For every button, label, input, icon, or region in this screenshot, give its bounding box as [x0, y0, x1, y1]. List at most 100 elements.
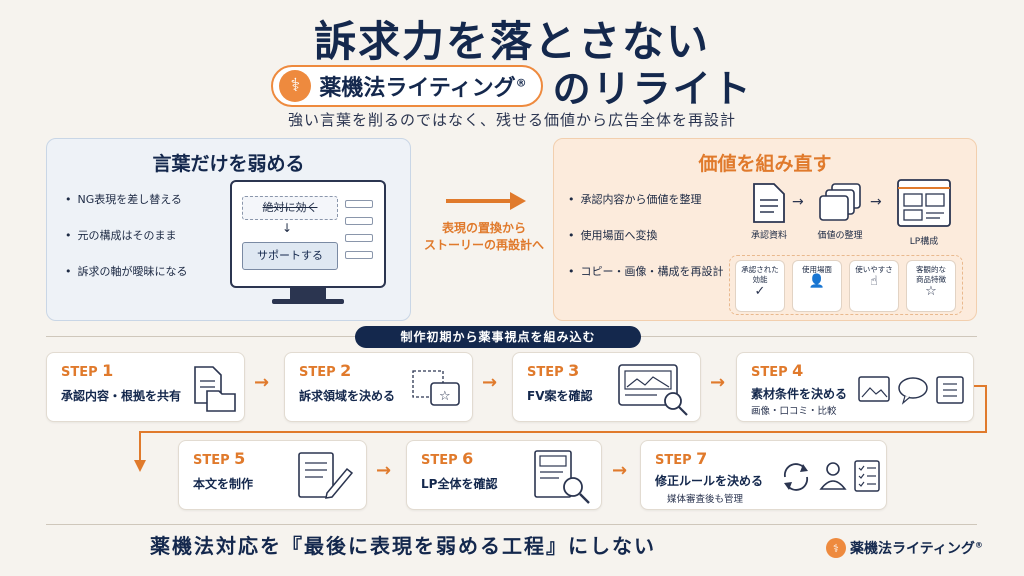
- step-prefix: STEP: [421, 453, 458, 468]
- footer-brand: ⚕ 薬機法ライティング®: [826, 538, 983, 558]
- feature-card-usability: 使いやすさ ☝: [849, 260, 899, 312]
- step-number: 2: [340, 361, 352, 380]
- flow-connector: [134, 385, 987, 472]
- step-prefix: STEP: [751, 365, 788, 380]
- right-arrow-icon: [446, 192, 526, 210]
- step-prefix: STEP: [299, 365, 336, 380]
- page-magnifier-icon: [534, 450, 590, 504]
- section-banner: 制作初期から薬事視点を組み込む: [355, 326, 641, 348]
- bullet-item: 承認内容から価値を整理: [568, 191, 724, 207]
- feature-card-efficacy: 承認された 効能 ✓: [735, 260, 785, 312]
- layout-icon: [897, 179, 951, 227]
- step-card-6: STEP 6 LP全体を確認: [406, 440, 602, 510]
- card-label: 使用場面: [802, 265, 832, 274]
- panel-title: 価値を組み直す: [698, 153, 832, 175]
- monitor-base: [272, 299, 344, 304]
- transition-caption: 表現の置換から ストーリーの再設計へ: [414, 220, 554, 254]
- registered-mark: ®: [515, 76, 527, 90]
- step-sublabel: 媒体審査後も管理: [667, 494, 744, 505]
- tap-hand-icon: ☝: [870, 274, 878, 289]
- step-card-4: STEP 4 素材条件を決める 画像・口コミ・比較: [736, 352, 974, 422]
- bullet-item: コピー・画像・構成を再設計: [568, 263, 724, 279]
- bullet-list: NG表現を差し替える 元の構成はそのまま 訴求の軸が曖昧になる: [65, 191, 188, 299]
- feature-card-group: [729, 255, 963, 315]
- documents-folder-icon: [194, 366, 236, 412]
- bullet-item: 使用場面へ変換: [568, 227, 724, 243]
- bullet-item: NG表現を差し替える: [65, 191, 188, 207]
- crossed-out-phrase: 絶対に効く: [242, 196, 338, 220]
- arrow-icon: →: [254, 372, 270, 393]
- star-icon: ☆: [925, 284, 937, 299]
- step-prefix: STEP: [61, 365, 98, 380]
- step-card-7: STEP 7 修正ルールを決める 媒体審査後も管理: [640, 440, 887, 510]
- caduceus-logo-icon: ⚕: [279, 69, 312, 102]
- document-pen-icon: [298, 452, 354, 499]
- image-magnifier-icon: [618, 364, 688, 416]
- feature-card-objective: 客観的な 商品特徴 ☆: [906, 260, 956, 312]
- refresh-user-checklist-icon: [783, 460, 880, 492]
- bullet-item: 元の構成はそのまま: [65, 227, 188, 243]
- step-label: 承認内容・根拠を共有: [61, 389, 182, 403]
- document-icon: [753, 183, 785, 223]
- step-card-2: STEP 2 訴求領域を決める ☆: [284, 352, 473, 422]
- process-label: LP構成: [909, 237, 939, 247]
- step-card-5: STEP 5 本文を制作: [178, 440, 367, 510]
- svg-text:☆: ☆: [439, 389, 451, 404]
- brand-badge: ⚕ 薬機法ライティング®: [271, 64, 543, 107]
- title-line2: ⚕ 薬機法ライティング® のリライト: [0, 58, 1024, 113]
- subtitle: 強い言葉を削るのではなく、残せる価値から広告全体を再設計: [287, 111, 736, 129]
- person-icon: 👤: [808, 274, 826, 289]
- select-area-icon: ☆: [412, 370, 460, 406]
- feature-card-usage: 使用場面 👤: [792, 260, 842, 312]
- list-lines-icon: [345, 200, 373, 268]
- check-circle-icon: ✓: [754, 284, 766, 299]
- card-label: 使いやすさ: [855, 265, 893, 274]
- step-number: 4: [792, 361, 804, 380]
- image-chat-list-icon: [858, 376, 964, 405]
- process-label: 承認資料: [750, 231, 787, 241]
- brand-name: 薬機法ライティング: [319, 75, 516, 101]
- step-sublabel: 画像・口コミ・比較: [751, 406, 837, 417]
- bullet-list: 承認内容から価値を整理 使用場面へ変換 コピー・画像・構成を再設計: [568, 191, 724, 299]
- step-label: LP全体を確認: [421, 477, 498, 491]
- step-number: 7: [696, 449, 708, 468]
- step-prefix: STEP: [527, 365, 564, 380]
- monitor-stand: [290, 288, 326, 300]
- down-arrow-icon: ↓: [282, 221, 293, 235]
- page-title: 訴求力を落とさない: [313, 17, 710, 66]
- footer-tagline: 薬機法対応を『最後に表現を弱める工程』にしない: [150, 534, 656, 558]
- caduceus-logo-icon: ⚕: [826, 538, 846, 558]
- step-card-3: STEP 3 FV案を確認: [512, 352, 701, 422]
- transition-line1: 表現の置換から: [441, 221, 526, 235]
- card-label: 承認された 効能: [741, 265, 779, 284]
- card-label: 客観的な 商品特徴: [916, 265, 946, 284]
- step-number: 3: [568, 361, 580, 380]
- step-label: 素材条件を決める: [751, 387, 848, 401]
- step-label: 訴求領域を決める: [299, 389, 396, 403]
- arrow-icon: →: [376, 460, 392, 481]
- step-number: 6: [462, 449, 474, 468]
- arrow-icon: →: [710, 372, 726, 393]
- registered-mark: ®: [974, 540, 983, 550]
- arrow-icon: →: [792, 194, 804, 210]
- step-number: 1: [102, 361, 114, 380]
- arrow-icon: →: [612, 460, 628, 481]
- stack-icon: [819, 183, 861, 221]
- panel-title: 言葉だけを弱める: [152, 153, 305, 175]
- bullet-item: 訴求の軸が曖昧になる: [65, 263, 188, 279]
- step-label: FV案を確認: [527, 389, 593, 403]
- arrow-icon: →: [482, 372, 498, 393]
- arrow-icon: →: [870, 194, 882, 210]
- step-card-1: STEP 1 承認内容・根拠を共有: [46, 352, 245, 422]
- transition-line2: ストーリーの再設計へ: [423, 238, 544, 252]
- step-prefix: STEP: [655, 453, 692, 468]
- step-label: 本文を制作: [193, 477, 254, 491]
- process-label: 価値の整理: [817, 231, 863, 241]
- replacement-phrase: サポートする: [242, 242, 338, 270]
- title-rewrite: のリライト: [552, 67, 753, 111]
- step-prefix: STEP: [193, 453, 230, 468]
- step-label: 修正ルールを決める: [655, 474, 764, 488]
- step-number: 5: [234, 449, 246, 468]
- divider: [46, 524, 977, 525]
- brand-name: 薬機法ライティング: [850, 541, 975, 557]
